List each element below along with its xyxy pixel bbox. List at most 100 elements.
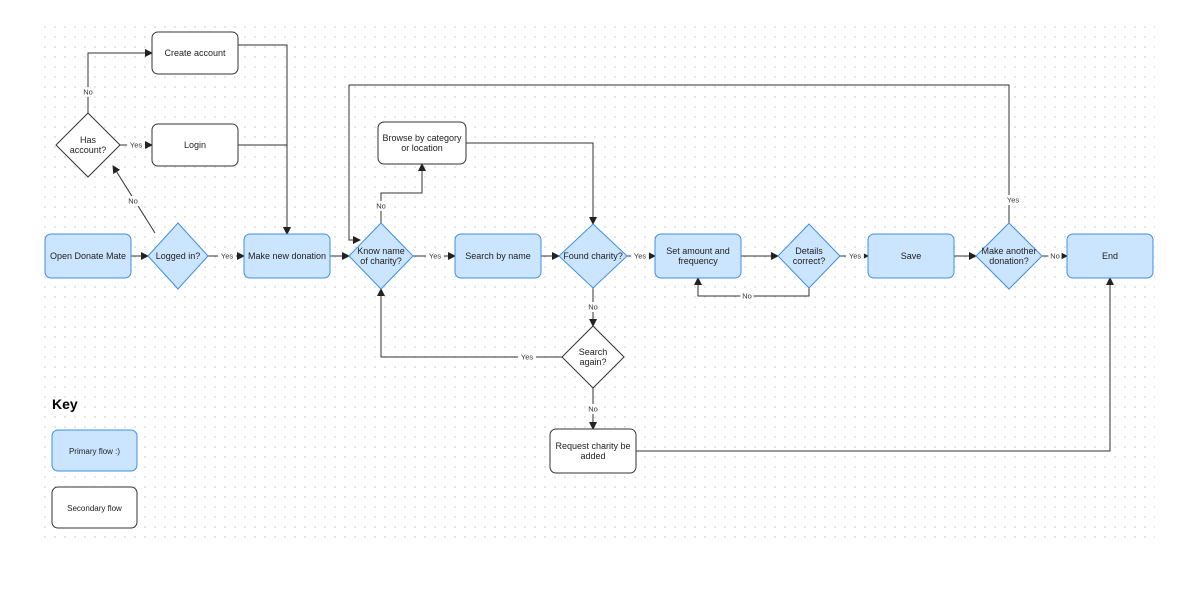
edge-label-found-no: No [586, 302, 600, 312]
node-save[interactable]: Save [867, 233, 955, 279]
node-label: account? [70, 145, 107, 155]
edge-label-bg [846, 251, 864, 261]
edge-label-again-no: No [586, 404, 600, 414]
edge-label-text: Yes [634, 252, 646, 261]
process-box [867, 233, 955, 279]
edge-label-bg [218, 251, 236, 261]
edge-label-text: No [376, 202, 386, 211]
decision-diamond [55, 112, 121, 178]
edge-label-text: No [742, 292, 752, 301]
process-box [151, 31, 239, 75]
node-label: Login [184, 140, 206, 150]
node-logged[interactable]: Logged in? [147, 222, 209, 290]
node-label: Search [579, 347, 608, 357]
node-label: added [580, 451, 605, 461]
node-label: Has [80, 135, 97, 145]
edge-label-text: No [588, 303, 598, 312]
edge-label-details-no: No [740, 291, 754, 301]
edge-label-text: No [83, 88, 93, 97]
node-label: Make new donation [248, 251, 326, 261]
edge-label-bg [126, 196, 140, 206]
node-label: Details [795, 246, 823, 256]
decision-diamond [561, 325, 625, 389]
edge-label-bg [426, 251, 444, 261]
node-end[interactable]: End [1066, 233, 1154, 279]
node-label: Search by name [465, 251, 531, 261]
edge-browse-found [466, 142, 597, 225]
edge-label-has-yes: Yes [127, 140, 145, 150]
decision-diamond [777, 223, 841, 289]
node-label: Save [901, 251, 922, 261]
edge-label-bg [631, 251, 649, 261]
node-make[interactable]: Make new donation [243, 233, 331, 279]
node-label: End [1102, 251, 1118, 261]
process-box [151, 123, 239, 167]
decision-diamond [147, 222, 209, 290]
edge-label-bg [586, 302, 600, 312]
node-label: frequency [678, 256, 718, 266]
edge-know-browse [380, 163, 426, 223]
edge-label-text: No [128, 197, 138, 206]
key-secondary: Secondary flow [51, 486, 138, 529]
edge-login-make [238, 144, 291, 235]
key-primary-swatch [51, 429, 138, 472]
process-box [1066, 233, 1154, 279]
node-label: Found charity? [563, 251, 623, 261]
edge-label-text: Yes [1007, 196, 1019, 205]
edge-has-create [87, 49, 153, 113]
decision-diamond [348, 222, 414, 290]
node-login[interactable]: Login [151, 123, 239, 167]
key-secondary-swatch [51, 486, 138, 529]
edge-label-text: Yes [429, 252, 441, 261]
node-label: donation? [989, 256, 1029, 266]
key-primary-label: Primary flow :) [69, 447, 120, 456]
node-label: of charity? [360, 256, 402, 266]
node-label: Make another [981, 246, 1036, 256]
node-label: Open Donate Mate [50, 251, 126, 261]
edge-label-bg [1004, 195, 1022, 205]
node-label: or location [401, 143, 443, 153]
edge-label-logged-yes: Yes [218, 251, 236, 261]
edge-label-another-yes: Yes [1004, 195, 1022, 205]
edge-again-know [377, 288, 562, 358]
edge-label-bg [740, 291, 754, 301]
edge-request-end [636, 277, 1114, 452]
node-label: Set amount and [666, 246, 730, 256]
edge-label-know-no: No [374, 201, 388, 211]
process-box [549, 428, 637, 474]
edge-label-text: Yes [130, 141, 142, 150]
edge-label-has-no: No [81, 87, 95, 97]
node-open[interactable]: Open Donate Mate [44, 233, 132, 279]
edge-label-details-yes: Yes [846, 251, 864, 261]
edge-label-text: No [588, 405, 598, 414]
node-search[interactable]: Search by name [454, 233, 542, 279]
edge-label-text: Yes [221, 252, 233, 261]
edge-label-bg [127, 140, 145, 150]
nodes: Open Donate Mate Logged in? Make new donat… [44, 31, 1154, 474]
edge-label-another-no: No [1048, 251, 1062, 261]
node-label: Request charity be [555, 441, 630, 451]
edge-label-text: No [1050, 252, 1060, 261]
edge-create-make [238, 44, 291, 235]
node-label: Know name [357, 246, 405, 256]
edge-label-text: Yes [521, 353, 533, 362]
node-found[interactable]: Found charity? [558, 223, 628, 289]
edge-label-found-yes: Yes [631, 251, 649, 261]
edge-label-text: Yes [849, 252, 861, 261]
process-box [377, 121, 467, 165]
node-create[interactable]: Create account [151, 31, 239, 75]
node-label: Browse by category [382, 133, 462, 143]
process-box [243, 233, 331, 279]
key-secondary-label: Secondary flow [67, 504, 122, 513]
